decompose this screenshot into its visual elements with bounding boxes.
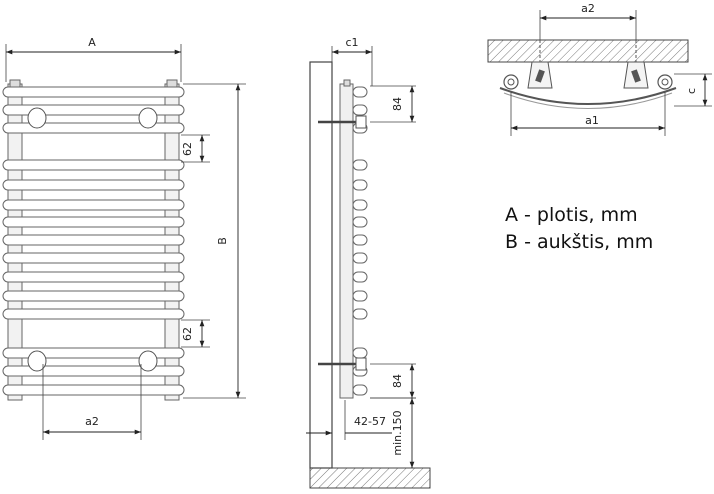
top-a1-label: a1 bbox=[585, 114, 599, 127]
rail bbox=[2, 271, 185, 283]
rail-stub bbox=[352, 271, 368, 283]
rail-stub bbox=[352, 159, 368, 171]
rail-stub bbox=[352, 347, 368, 359]
legend-a: A - plotis, mm bbox=[505, 204, 638, 226]
pitch-bottom-label: 62 bbox=[181, 327, 194, 341]
top-right-bracket-icon bbox=[138, 107, 158, 129]
rail bbox=[2, 290, 185, 302]
dimension-a-label: A bbox=[88, 36, 96, 49]
front-view: A B 62 62 a2 bbox=[2, 36, 246, 440]
rail-stub bbox=[352, 290, 368, 302]
top-a2-label: a2 bbox=[581, 2, 595, 15]
rail-stub bbox=[352, 179, 368, 191]
top-left-bracket-icon bbox=[27, 107, 47, 129]
bottom-right-valve-icon bbox=[138, 350, 158, 372]
rail-stub bbox=[352, 104, 368, 116]
right-top-cap bbox=[166, 79, 178, 88]
rail-stub bbox=[352, 199, 368, 211]
curved-rail bbox=[499, 87, 677, 105]
rail-stub bbox=[352, 384, 368, 396]
side-collector bbox=[339, 83, 354, 399]
rail bbox=[2, 365, 185, 377]
rail-stub bbox=[352, 234, 368, 246]
floor bbox=[309, 467, 431, 489]
rail bbox=[2, 347, 185, 359]
top-view: a2 a1 c bbox=[487, 2, 712, 136]
front-a2-label: a2 bbox=[85, 415, 99, 428]
rail-stub bbox=[352, 252, 368, 264]
rail bbox=[2, 252, 185, 264]
rail bbox=[2, 384, 185, 396]
side-42-57-label: 42-57 bbox=[354, 415, 386, 428]
rail bbox=[2, 308, 185, 320]
rail bbox=[2, 199, 185, 211]
rail bbox=[2, 179, 185, 191]
rail-stub bbox=[352, 86, 368, 98]
rail-stub bbox=[352, 308, 368, 320]
top-c-label: c bbox=[685, 88, 698, 94]
left-top-cap bbox=[9, 79, 21, 88]
pitch-top-label: 62 bbox=[181, 142, 194, 156]
rail-stub-group bbox=[352, 86, 368, 396]
dimension-b-label: B bbox=[216, 237, 229, 245]
side-bottom-84-label: 84 bbox=[391, 374, 404, 388]
rail bbox=[2, 122, 185, 134]
rail bbox=[2, 216, 185, 228]
side-view: c1 84 84 min.150 42-57 bbox=[306, 36, 431, 489]
side-c1-label: c1 bbox=[345, 36, 358, 49]
rail bbox=[2, 104, 185, 116]
legend-b: B - aukštis, mm bbox=[505, 231, 654, 253]
rail bbox=[2, 159, 185, 171]
bottom-left-valve-icon bbox=[27, 350, 47, 372]
rail-group bbox=[2, 86, 185, 396]
side-top-84-label: 84 bbox=[391, 97, 404, 111]
rail bbox=[2, 234, 185, 246]
rail bbox=[2, 86, 185, 98]
rail-stub bbox=[352, 216, 368, 228]
top-view-wall bbox=[487, 39, 689, 63]
side-min150-label: min.150 bbox=[391, 410, 404, 455]
